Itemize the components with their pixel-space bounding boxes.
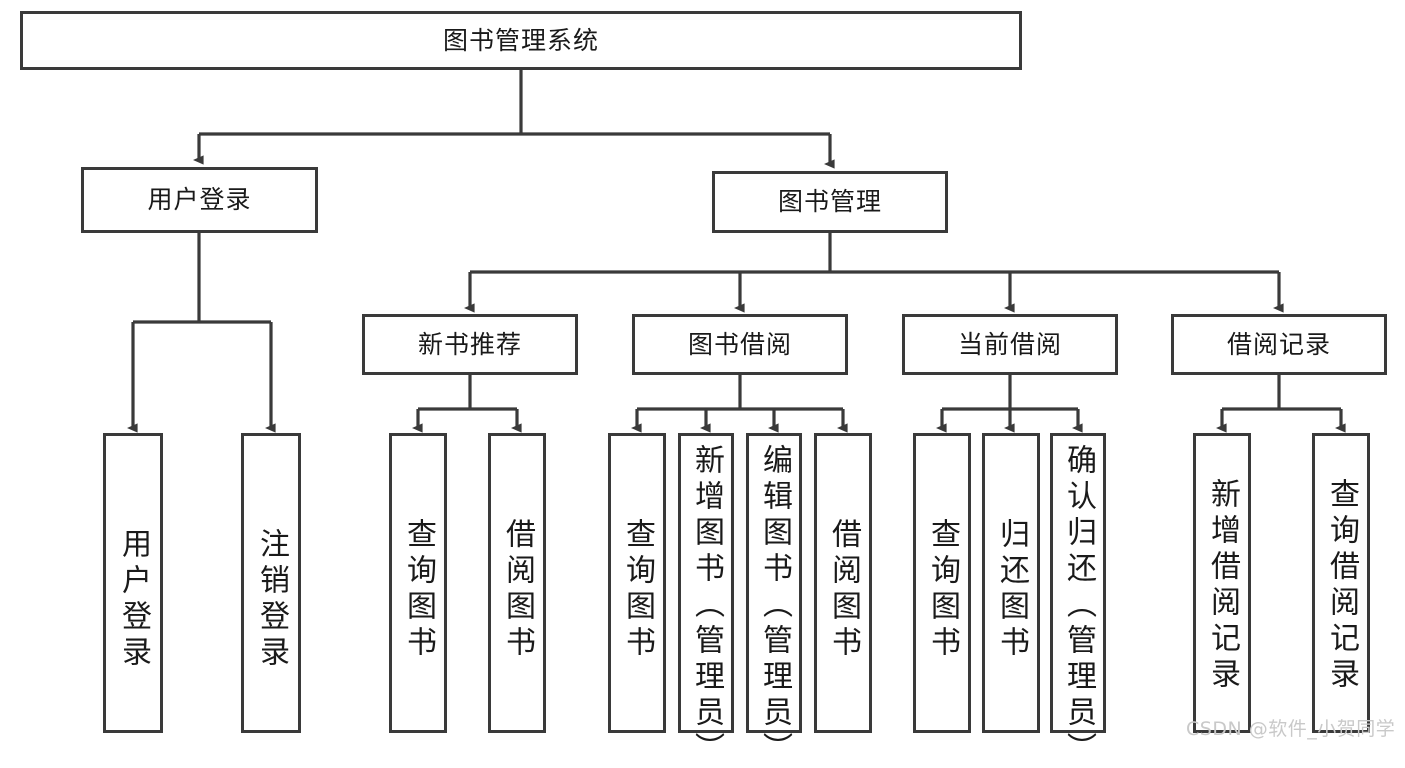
leaf-add-book[interactable]: 新增图书（管理员） [678, 433, 734, 768]
node-user-login[interactable]: 用户登录 [81, 167, 318, 233]
node-label: 用户登录 [116, 528, 151, 672]
node-label: 图书管理系统 [442, 25, 599, 55]
leaf-user-login[interactable]: 用户登录 [103, 433, 163, 733]
node-label: 查询图书 [620, 518, 655, 662]
node-book-borrow[interactable]: 图书借阅 [632, 314, 848, 375]
node-label: 图书借阅 [687, 329, 792, 359]
node-label: 借阅图书 [826, 518, 861, 662]
node-label: 查询借阅记录 [1324, 478, 1359, 694]
leaf-confirm-return[interactable]: 确认归还（管理员） [1050, 433, 1106, 768]
leaf-return-book[interactable]: 归还图书 [982, 433, 1040, 733]
node-book-manage[interactable]: 图书管理 [712, 171, 948, 233]
node-current-borrow[interactable]: 当前借阅 [902, 314, 1118, 375]
node-label: 确认归还（管理员） [1061, 444, 1096, 768]
node-new-book-rec[interactable]: 新书推荐 [362, 314, 578, 375]
node-label: 当前借阅 [957, 329, 1062, 359]
node-root-system[interactable]: 图书管理系统 [20, 11, 1022, 70]
node-label: 新增借阅记录 [1205, 478, 1240, 694]
node-label: 借阅图书 [500, 518, 535, 662]
leaf-query-book-2[interactable]: 查询图书 [608, 433, 666, 733]
leaf-add-record[interactable]: 新增借阅记录 [1193, 433, 1251, 733]
leaf-borrow-book-2[interactable]: 借阅图书 [814, 433, 872, 733]
diagram-canvas: 图书管理系统 用户登录 图书管理 新书推荐 图书借阅 当前借阅 借阅记录 用户登… [20, 11, 1396, 768]
node-label: 图书管理 [777, 187, 882, 217]
leaf-query-record[interactable]: 查询借阅记录 [1312, 433, 1370, 733]
node-label: 编辑图书（管理员） [757, 444, 792, 768]
node-label: 注销登录 [254, 528, 289, 672]
leaf-user-logout[interactable]: 注销登录 [241, 433, 301, 733]
node-label: 查询图书 [401, 518, 436, 662]
leaf-query-book-1[interactable]: 查询图书 [389, 433, 447, 733]
node-label: 用户登录 [147, 185, 252, 215]
leaf-edit-book[interactable]: 编辑图书（管理员） [746, 433, 802, 768]
node-label: 新书推荐 [417, 329, 522, 359]
node-label: 新增图书（管理员） [689, 444, 724, 768]
leaf-borrow-book-1[interactable]: 借阅图书 [488, 433, 546, 733]
node-label: 查询图书 [925, 518, 960, 662]
node-label: 归还图书 [994, 518, 1029, 662]
leaf-query-book-3[interactable]: 查询图书 [913, 433, 971, 733]
node-borrow-record[interactable]: 借阅记录 [1171, 314, 1387, 375]
node-label: 借阅记录 [1226, 329, 1331, 359]
csdn-watermark: CSDN @软件_小贺同学 [1186, 718, 1396, 740]
